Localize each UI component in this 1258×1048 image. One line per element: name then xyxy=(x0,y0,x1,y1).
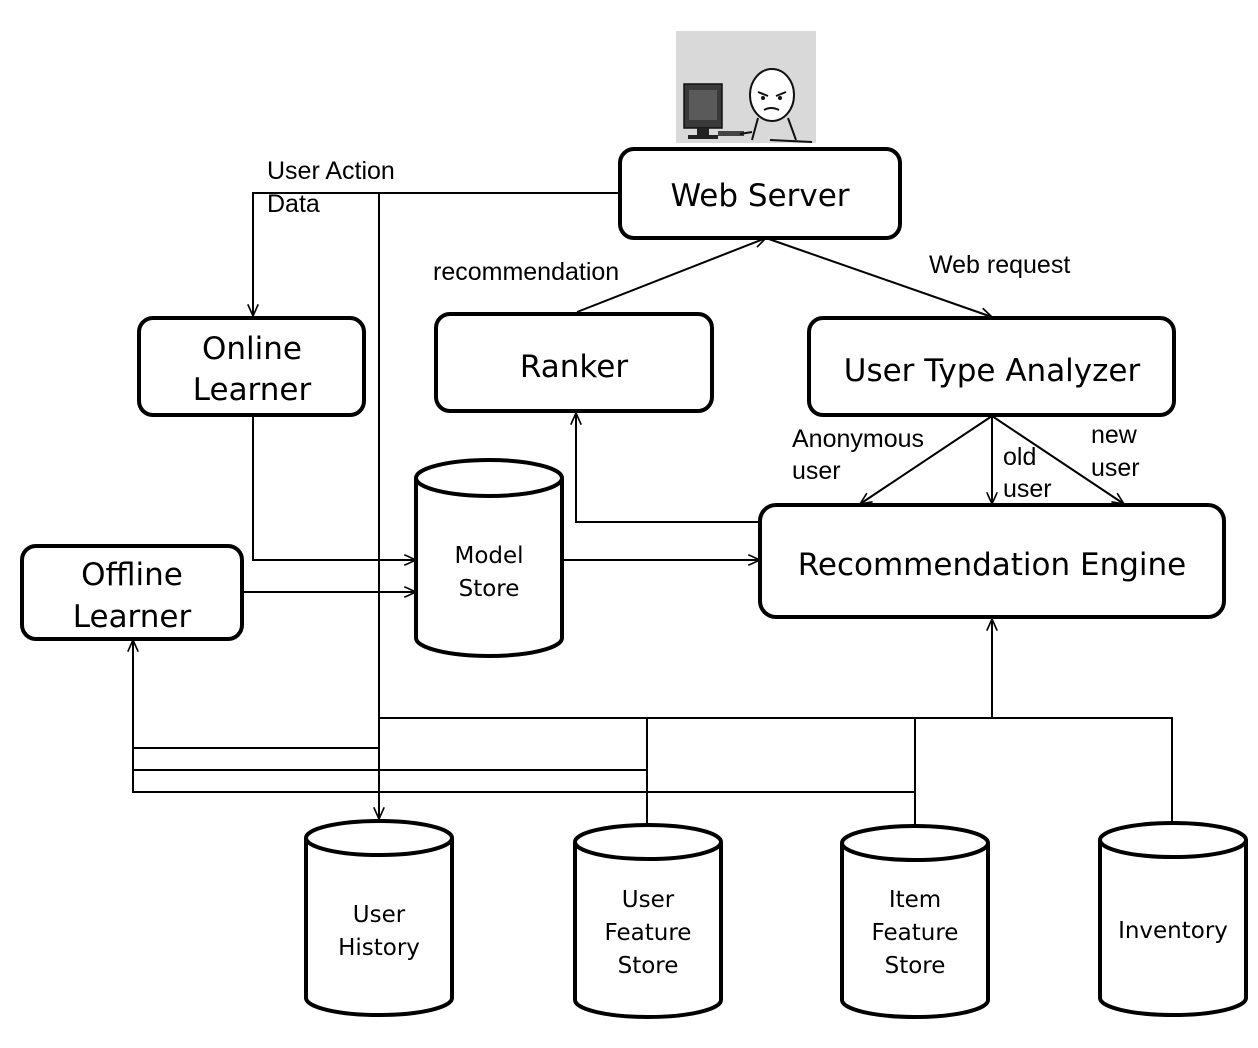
recommendation-engine-box: Recommendation Engine xyxy=(758,503,1226,619)
web-request-edge-label: Web request xyxy=(929,251,1070,279)
inventory-label: Inventory xyxy=(1118,918,1228,944)
user-type-analyzer-box: User Type Analyzer xyxy=(807,316,1176,417)
user-action-data-label-line1: User Action xyxy=(267,157,395,185)
user-feature-store-label-line1: User xyxy=(622,887,675,913)
user-at-computer-icon xyxy=(676,31,816,143)
user-feature-store-label-line3: Store xyxy=(618,953,679,979)
edge-new-user xyxy=(991,415,1124,504)
recommendation-engine-label: Recommendation Engine xyxy=(798,547,1187,583)
user-type-analyzer-label: User Type Analyzer xyxy=(844,353,1141,389)
item-feature-store-label-line2: Feature xyxy=(872,920,959,946)
edge-engine-to-ranker xyxy=(576,413,760,523)
edge-web-server-to-online-learner xyxy=(253,192,620,316)
inventory-cylinder: Inventory xyxy=(1098,821,1248,1017)
ranker-label: Ranker xyxy=(520,349,628,385)
item-feature-store-label-line1: Item xyxy=(889,887,941,913)
user-feature-store-label-line2: Feature xyxy=(605,920,692,946)
recommendation-edge-label: recommendation xyxy=(433,258,619,286)
user-history-label-line2: History xyxy=(338,935,420,961)
item-feature-store-cylinder: Item Feature Store xyxy=(840,824,990,1019)
new-user-label-line2: user xyxy=(1091,454,1140,482)
user-history-label-line1: User xyxy=(353,902,406,928)
old-user-label-line1: old xyxy=(1003,443,1036,471)
edge-online-learner-to-model-store xyxy=(252,416,416,560)
online-learner-label-line2: Learner xyxy=(193,372,312,408)
ranker-box: Ranker xyxy=(434,312,714,413)
edge-ranker-to-web-server xyxy=(576,238,766,313)
model-store-label-line1: Model xyxy=(454,543,523,569)
online-learner-box: Online Learner xyxy=(137,316,366,417)
web-server-label: Web Server xyxy=(670,178,849,214)
anonymous-user-label-line2: user xyxy=(792,457,841,485)
edge-anonymous-user xyxy=(860,415,993,504)
item-feature-store-label-line3: Store xyxy=(885,953,946,979)
user-history-cylinder: User History xyxy=(304,819,454,1017)
user-action-data-label-line2: Data xyxy=(267,190,320,218)
edge-web-server-to-user-type-analyzer xyxy=(765,237,992,317)
user-feature-store-cylinder: User Feature Store xyxy=(573,823,723,1019)
model-store-label-line2: Store xyxy=(459,576,520,602)
offline-learner-label-line1: Offline xyxy=(81,557,183,593)
edge-user-history-to-offline-learner xyxy=(133,640,379,749)
online-learner-label-line1: Online xyxy=(202,331,302,367)
model-store-cylinder: Model Store xyxy=(414,458,564,658)
edge-item-feature-store-to-offline-learner xyxy=(132,748,915,793)
offline-learner-box: Offline Learner xyxy=(20,544,244,641)
anonymous-user-label-line1: Anonymous xyxy=(792,425,924,453)
web-server-box: Web Server xyxy=(618,147,902,240)
old-user-label-line2: user xyxy=(1003,475,1052,503)
edge-stores-bus xyxy=(379,717,1173,823)
new-user-label-line1: new xyxy=(1091,421,1138,449)
offline-learner-label-line2: Learner xyxy=(73,599,192,635)
